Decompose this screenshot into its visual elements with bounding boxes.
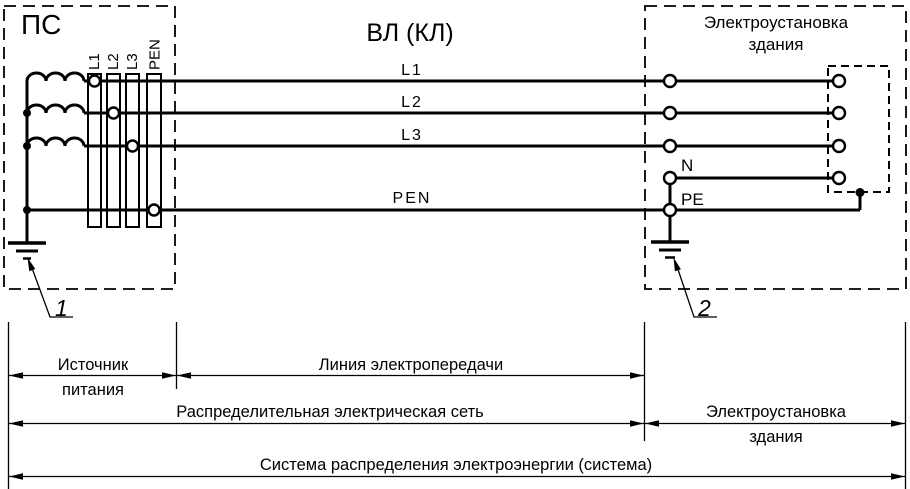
- line-section-title: ВЛ (КЛ): [366, 19, 453, 47]
- busbar-label-l2: L2: [105, 53, 122, 70]
- building-title-line2: здания: [749, 35, 804, 54]
- neutral-label: N: [681, 156, 693, 175]
- substation-title: ПС: [21, 9, 61, 40]
- callout-leader: [675, 264, 717, 318]
- dim-arrowhead: [9, 420, 23, 427]
- dim-arrowhead: [9, 473, 23, 480]
- terminal-entry-l3: [662, 138, 678, 154]
- terminal-busbar-l3: [125, 139, 140, 153]
- callout-earth-2: 2: [673, 257, 717, 321]
- dim-arrowhead: [645, 420, 659, 427]
- conductor-label-l3: L3: [401, 127, 423, 144]
- transformer-winding-l2: [25, 103, 86, 114]
- terminal-load-l1: [831, 73, 847, 89]
- dim-label-power-source-2: питания: [62, 381, 124, 399]
- busbar-l1: [87, 73, 102, 228]
- terminal-load-l2: [831, 105, 847, 121]
- transformer-winding-l3: [25, 136, 86, 147]
- callout-1-label: 1: [55, 295, 68, 321]
- busbar-label-pen: PEN: [147, 39, 164, 70]
- busbar-l2: [106, 73, 121, 228]
- dimension-annotations: Источник питания Линия электропередачи Р…: [7, 322, 907, 489]
- conductor-label-l1: L1: [401, 62, 423, 79]
- earth-symbol-source: [8, 241, 46, 260]
- dim-label-transmission: Линия электропередачи: [319, 356, 503, 374]
- dim-arrowhead: [9, 372, 23, 379]
- dim-label-power-source-1: Источник: [58, 356, 129, 374]
- terminal-entry-pen: [662, 202, 678, 218]
- terminal-entry-n: [662, 170, 678, 186]
- dim-arrowhead: [630, 420, 644, 427]
- terminal-busbar-l1: [87, 74, 102, 88]
- dim-arrowhead: [177, 372, 191, 379]
- dim-arrowhead: [891, 420, 905, 427]
- dim-label-building-2: здания: [749, 428, 802, 446]
- callout-earth-1: 1: [27, 257, 73, 321]
- dim-arrowhead: [891, 473, 905, 480]
- junction-dot: [23, 142, 31, 150]
- building-title-line1: Электроустановка: [704, 13, 849, 32]
- load-equipment-border: [827, 65, 890, 193]
- terminal-load-n: [831, 170, 847, 186]
- callout-arrowhead: [673, 257, 681, 272]
- dim-label-distribution: Распределительная электрическая сеть: [176, 403, 484, 421]
- callout-2-label: 2: [697, 295, 711, 321]
- busbar-label-l3: L3: [124, 53, 141, 70]
- conductor-label-pen: PEN: [393, 190, 432, 207]
- conductor-label-l2: L2: [401, 94, 423, 111]
- terminal-load-l3: [831, 138, 847, 154]
- protective-label: PE: [681, 190, 704, 209]
- terminal-busbar-l2: [106, 106, 121, 120]
- dim-arrowhead: [630, 372, 644, 379]
- dim-label-building-1: Электроустановка: [706, 403, 847, 421]
- terminal-busbar-pen: [147, 203, 161, 217]
- busbar-label-l1: L1: [86, 53, 103, 70]
- callout-leader: [29, 263, 73, 318]
- building-border: [644, 5, 907, 290]
- dim-arrowhead: [162, 372, 176, 379]
- building-installation-section: Электроустановка здания N PE: [644, 5, 907, 290]
- junction-dot: [23, 109, 31, 117]
- dim-label-system: Система распределения электроэнергии (си…: [260, 456, 652, 474]
- transformer-winding-l1: [25, 71, 86, 82]
- callout-arrowhead: [27, 257, 36, 272]
- terminal-entry-l1: [662, 73, 678, 89]
- earth-symbol-building: [651, 240, 689, 259]
- transmission-line-section: ВЛ (КЛ) L1 L2 L3 PEN: [27, 19, 664, 217]
- terminal-entry-l2: [662, 105, 678, 121]
